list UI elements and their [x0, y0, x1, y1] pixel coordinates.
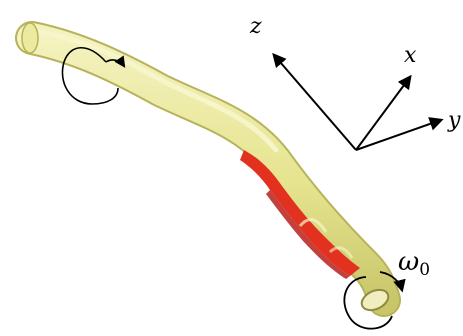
- omega-symbol: ω: [398, 247, 419, 277]
- tube-top-end: [22, 23, 38, 53]
- omega-subscript: 0: [419, 260, 430, 280]
- x-axis: [356, 77, 410, 150]
- x-axis-label: x: [404, 43, 417, 68]
- y-axis-label: y: [447, 108, 461, 133]
- y-axis: [356, 120, 441, 150]
- z-axis-label: z: [249, 14, 262, 39]
- top-rotation-front: [92, 88, 118, 104]
- z-axis: [274, 55, 356, 150]
- coordinate-axes-icon: [274, 55, 441, 150]
- angular-velocity-label: ω0: [398, 247, 430, 280]
